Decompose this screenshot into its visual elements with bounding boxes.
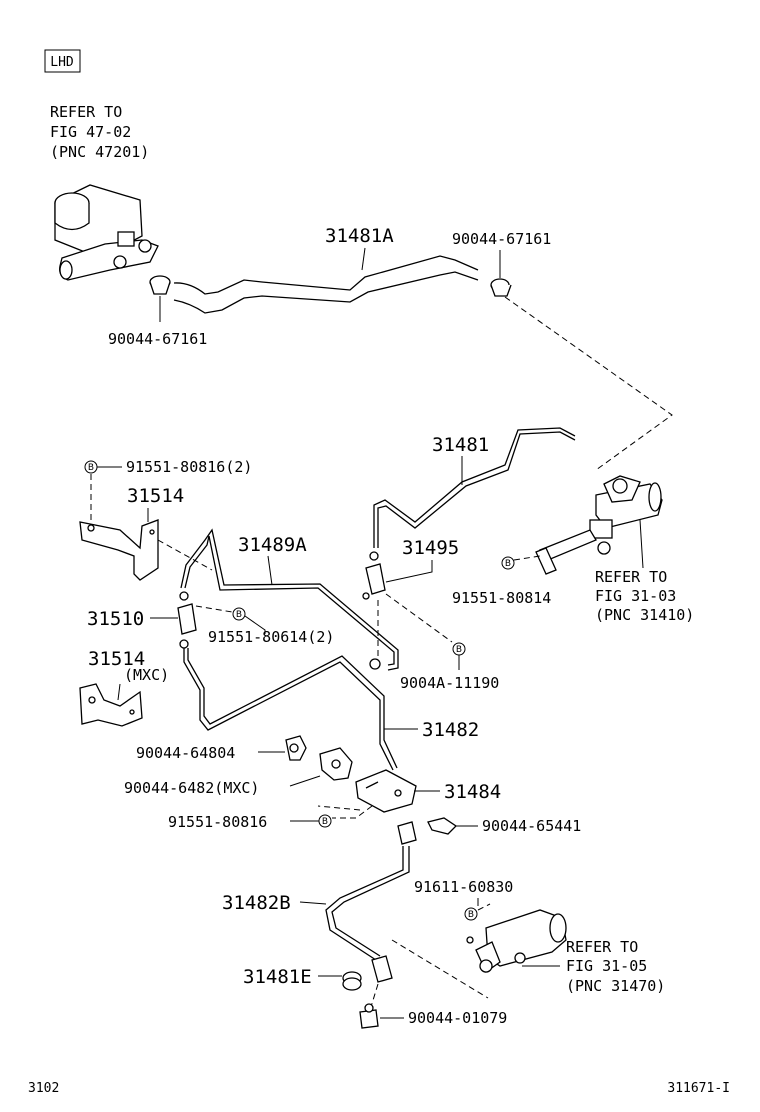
bolt-mark-60830-letter: B bbox=[468, 910, 474, 920]
dashed-80614 bbox=[195, 605, 233, 613]
refer-release-line-2: FIG 31-05 bbox=[566, 957, 647, 975]
refer-master-line-3: (PNC 47201) bbox=[50, 143, 149, 161]
refer-master-line-1: REFER TO bbox=[50, 103, 122, 121]
dashed-bolt-80814 bbox=[513, 555, 541, 561]
part-31481A: 31481A bbox=[325, 225, 394, 247]
part-91551-80614-2: 91551-80614(2) bbox=[208, 628, 334, 646]
bracket-31514-mxc bbox=[79, 683, 143, 727]
part-31481E: 31481E bbox=[243, 966, 312, 988]
refer-clutch-master-line-2: FIG 31-03 bbox=[595, 587, 676, 605]
bolt-mark-80614 bbox=[232, 607, 246, 621]
footer-right: 311671-I bbox=[667, 1081, 730, 1096]
pipe-31489A-inner bbox=[184, 535, 395, 666]
hose-clamp-left bbox=[149, 275, 171, 295]
part-91551-80816: 91551-80816 bbox=[168, 813, 267, 831]
bolt-mark-80614-letter: B bbox=[236, 610, 242, 620]
dashed-link-clamp-to-master bbox=[504, 296, 673, 471]
bolt-mark-60830 bbox=[464, 907, 478, 921]
pipe-31489A bbox=[180, 528, 399, 671]
mxc-note: (MXC) bbox=[124, 666, 169, 684]
refer-clutch-master-line-3: (PNC 31410) bbox=[595, 606, 694, 624]
bolt-mark-80814-letter: B bbox=[505, 559, 511, 569]
refer-release-line-3: (PNC 31470) bbox=[566, 977, 665, 995]
bolt-mark-80816-letter: B bbox=[322, 817, 328, 827]
leader-31495 bbox=[385, 560, 433, 583]
leader-31514-mxc bbox=[117, 683, 121, 701]
reservoir-hose-outline-bottom bbox=[173, 271, 479, 314]
nut-9004A-11190 bbox=[369, 658, 381, 670]
leader-80614 bbox=[244, 615, 266, 634]
refer-master-line-2: FIG 47-02 bbox=[50, 123, 131, 141]
leader-31482B bbox=[299, 901, 327, 905]
bolt-mark-80816-2-letter: B bbox=[88, 463, 94, 473]
part-90044-67161-left: 90044-67161 bbox=[108, 330, 207, 348]
part-31481: 31481 bbox=[432, 434, 489, 456]
leader-clutch-master bbox=[639, 519, 644, 569]
clip-90044-64804 bbox=[285, 735, 307, 761]
part-31514-mxc: 31514 bbox=[88, 648, 145, 670]
footer-left: 3102 bbox=[28, 1081, 59, 1096]
part-90044-67161-top: 90044-67161 bbox=[452, 230, 551, 248]
refer-release-line-1: REFER TO bbox=[566, 938, 638, 956]
dashed-31514-to-pipe bbox=[157, 539, 213, 571]
leader-31481A bbox=[361, 247, 366, 271]
dashed-31495-right bbox=[385, 593, 453, 643]
lhd-badge-frame bbox=[44, 49, 81, 73]
hose-end-fitting bbox=[371, 955, 393, 983]
dashed-80816 bbox=[332, 805, 373, 819]
clutch-master-cylinder bbox=[535, 475, 663, 575]
part-31489A: 31489A bbox=[238, 534, 307, 556]
part-31495: 31495 bbox=[402, 537, 459, 559]
gasket-31481E bbox=[342, 971, 362, 991]
hose-31482B-inner bbox=[331, 846, 410, 957]
bracket-31484 bbox=[355, 769, 417, 813]
hose-31482B bbox=[325, 846, 404, 961]
leader-31489A bbox=[267, 555, 273, 586]
dashed-60830 bbox=[477, 903, 491, 911]
refer-clutch-master-line-1: REFER TO bbox=[595, 568, 667, 586]
part-90044-01079: 90044-01079 bbox=[408, 1009, 507, 1027]
brake-master-cylinder bbox=[54, 184, 159, 281]
union-fitting-31482b-top bbox=[397, 821, 417, 845]
lhd-badge: LHD bbox=[50, 55, 74, 70]
part-90044-6482-mxc: 90044-6482(MXC) bbox=[124, 779, 259, 797]
dashed-hose-to-release bbox=[391, 939, 489, 999]
clip-90044-65441 bbox=[427, 817, 458, 835]
clip-90044-6482-mxc bbox=[319, 747, 353, 781]
hose-clamp-right bbox=[490, 278, 512, 297]
leader-6482 bbox=[289, 775, 321, 787]
part-90044-65441: 90044-65441 bbox=[482, 817, 581, 835]
bolt-mark-11190-letter: B bbox=[456, 645, 462, 655]
union-31510 bbox=[177, 591, 197, 649]
bolt-mark-80814 bbox=[501, 556, 515, 570]
pipe-31481-inner bbox=[377, 431, 576, 548]
part-91551-80814: 91551-80814 bbox=[452, 589, 551, 607]
part-91551-80816-2: 91551-80816(2) bbox=[126, 458, 252, 476]
union-31495 bbox=[362, 551, 386, 600]
union-bolt-90044-01079 bbox=[359, 1003, 379, 1029]
part-31514: 31514 bbox=[127, 485, 184, 507]
part-90044-64804: 90044-64804 bbox=[136, 744, 235, 762]
part-31482: 31482 bbox=[422, 719, 479, 741]
part-31510: 31510 bbox=[87, 608, 144, 630]
part-91611-60830: 91611-60830 bbox=[414, 878, 513, 896]
part-31482B: 31482B bbox=[222, 892, 291, 914]
part-31484: 31484 bbox=[444, 781, 501, 803]
dashed-80816-up bbox=[317, 805, 361, 811]
pipe-31482-inner bbox=[187, 648, 398, 769]
pipe-31482 bbox=[183, 648, 394, 771]
bracket-31514 bbox=[79, 519, 159, 581]
release-cylinder bbox=[466, 909, 567, 973]
part-9004A-11190: 9004A-11190 bbox=[400, 674, 499, 692]
reservoir-hose-outline-top bbox=[173, 255, 479, 295]
